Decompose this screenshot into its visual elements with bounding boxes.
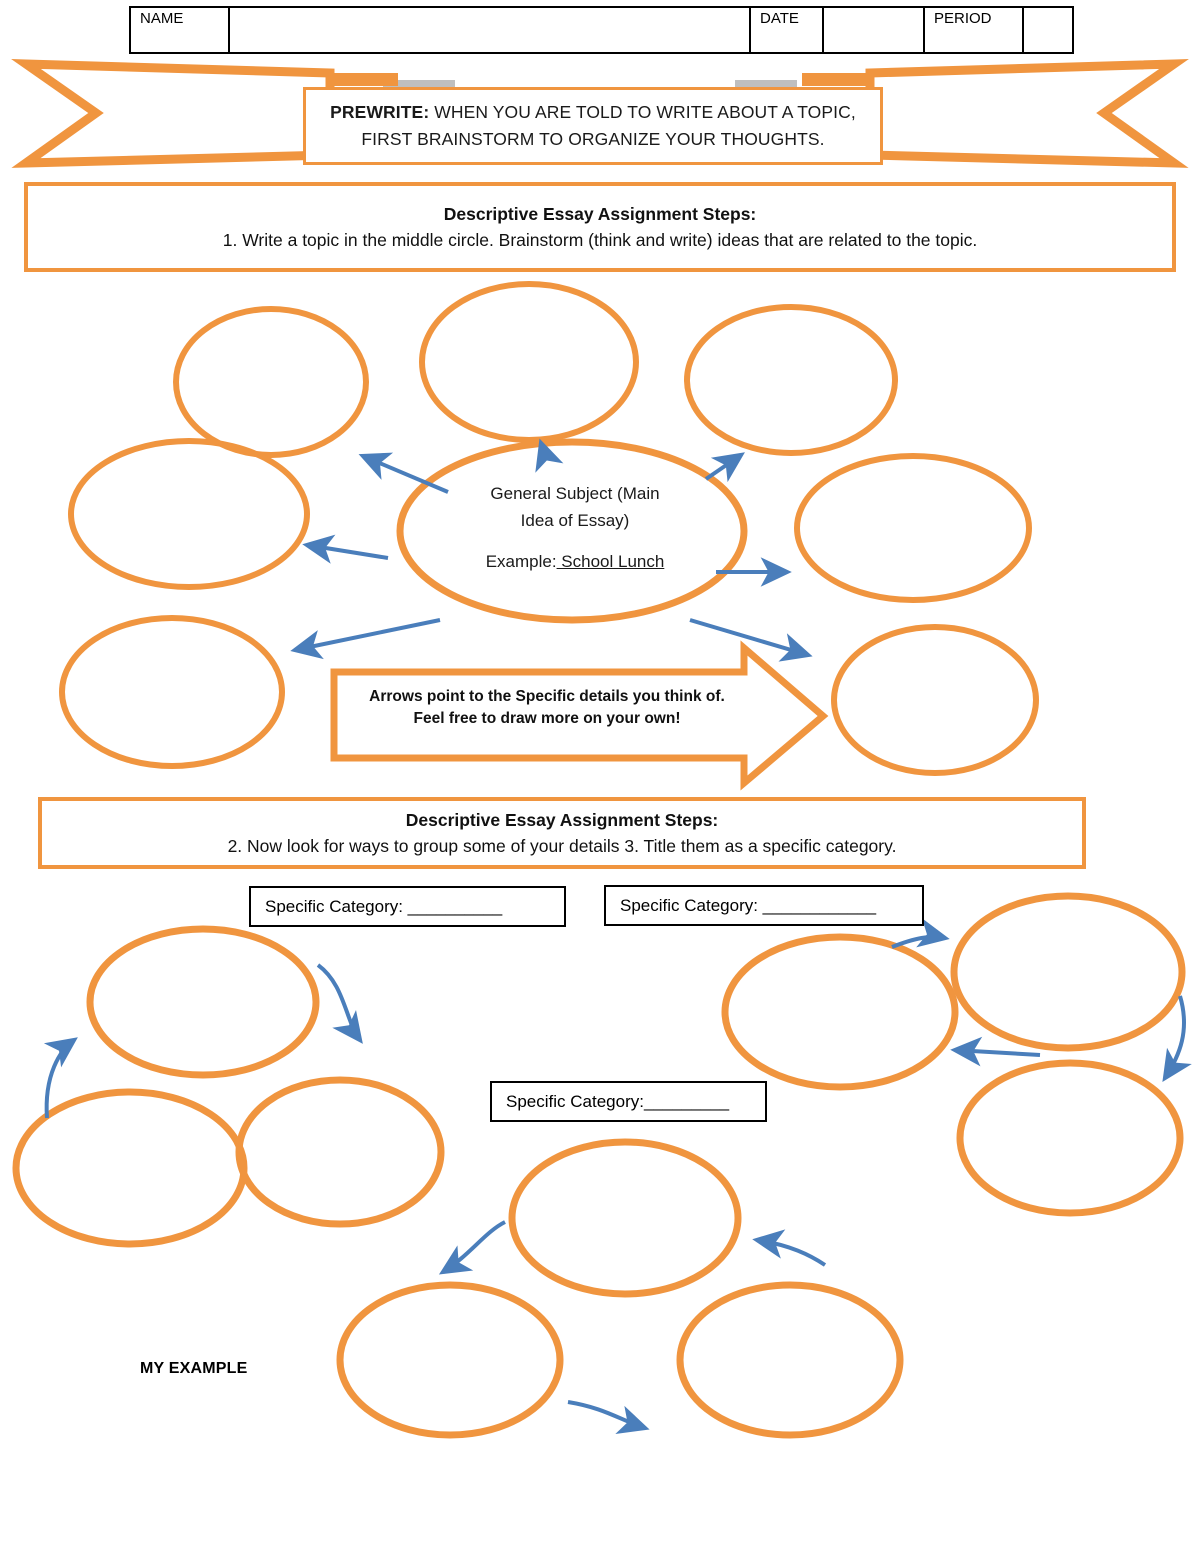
prewrite-line-1: PREWRITE: WHEN YOU ARE TOLD TO WRITE ABO… xyxy=(330,99,856,126)
bottom-left-cluster-ellipses xyxy=(12,925,445,1248)
student-info-table: NAME DATE PERIOD xyxy=(129,6,1074,54)
center-example-label: Example: xyxy=(485,552,557,572)
specific-category-box-3[interactable]: Specific Category:_________ xyxy=(490,1081,767,1122)
period-input-cell[interactable] xyxy=(1022,6,1074,54)
name-label-cell: NAME xyxy=(129,6,230,54)
prewrite-line-1-rest: WHEN YOU ARE TOLD TO WRITE ABOUT A TOPIC… xyxy=(429,101,856,122)
bottom-right-cluster-arrows xyxy=(891,918,1192,1083)
arrow-to-ellipse-3 xyxy=(704,452,745,483)
specific-category-box-2[interactable]: Specific Category: ____________ xyxy=(604,885,924,926)
top-web-ellipse-7 xyxy=(831,624,1039,776)
bottom-left-ellipse-3 xyxy=(235,1076,445,1228)
center-example-value[interactable]: School Lunch xyxy=(556,552,665,572)
center-line-1: General Subject (Main xyxy=(490,484,660,503)
bottom-center-cluster-arrows xyxy=(438,1220,827,1435)
specific-category-label-3: Specific Category:_________ xyxy=(506,1091,730,1111)
center-line-2: Idea of Essay) xyxy=(520,511,630,531)
step1-text: 1. Write a topic in the middle circle. B… xyxy=(222,230,978,250)
date-input-cell[interactable] xyxy=(822,6,925,54)
bottom-right-ellipse-1 xyxy=(721,933,959,1091)
bottom-left-cluster-arrows xyxy=(43,963,363,1119)
curved-arrow-center-left xyxy=(438,1220,506,1275)
arrow-to-ellipse-2 xyxy=(535,438,564,473)
bottom-center-ellipse-1 xyxy=(508,1138,742,1298)
top-web-ellipse-6 xyxy=(59,615,285,769)
prewrite-ribbon-text-box: PREWRITE: WHEN YOU ARE TOLD TO WRITE ABO… xyxy=(303,87,883,165)
bottom-right-cluster-ellipses xyxy=(721,892,1186,1217)
my-example-label: MY EXAMPLE xyxy=(140,1360,248,1377)
specific-category-box-1[interactable]: Specific Category: __________ xyxy=(249,886,566,927)
curved-arrow-center-right xyxy=(752,1229,827,1267)
curved-arrow-right-up xyxy=(891,918,950,949)
top-web-ellipse-2 xyxy=(419,281,639,443)
step2-instruction-box: Descriptive Essay Assignment Steps: 2. N… xyxy=(38,797,1086,869)
arrow-right-to-left xyxy=(950,1036,1041,1067)
curved-arrow-bottom xyxy=(567,1400,650,1435)
arrow-to-ellipse-7 xyxy=(689,618,813,662)
bottom-center-ellipse-2 xyxy=(336,1281,564,1439)
top-web-ellipse-4 xyxy=(68,438,310,590)
bottom-left-ellipse-2 xyxy=(12,1088,248,1248)
prewrite-line-2: FIRST BRAINSTORM TO ORGANIZE YOUR THOUGH… xyxy=(361,129,825,149)
center-spacer xyxy=(410,534,740,548)
curved-arrow-left-up xyxy=(43,1037,78,1119)
bottom-right-ellipse-2 xyxy=(950,892,1186,1052)
top-web-ellipse-1 xyxy=(173,306,369,458)
center-ellipse-label: General Subject (Main Idea of Essay) Exa… xyxy=(410,480,740,576)
callout-arrow-text: Arrows point to the Specific details you… xyxy=(352,686,742,731)
bottom-center-ellipse-3 xyxy=(676,1281,904,1439)
step1-instruction-box: Descriptive Essay Assignment Steps: 1. W… xyxy=(24,182,1176,272)
center-example-line: Example: School Lunch xyxy=(410,548,740,575)
curved-arrow-right-down xyxy=(1162,995,1192,1083)
prewrite-keyword: PREWRITE: xyxy=(330,101,430,122)
curved-arrow-left-down xyxy=(316,963,363,1044)
step2-text: 2. Now look for ways to group some of yo… xyxy=(227,836,897,856)
bottom-left-ellipse-1 xyxy=(86,925,320,1079)
date-label-cell: DATE xyxy=(749,6,824,54)
arrow-to-ellipse-6 xyxy=(290,618,441,660)
callout-line-2: Feel free to draw more on your own! xyxy=(413,710,681,728)
bottom-center-cluster-ellipses xyxy=(336,1138,904,1439)
specific-category-label-1: Specific Category: __________ xyxy=(265,896,503,916)
step1-title: Descriptive Essay Assignment Steps: xyxy=(443,203,757,224)
bottom-right-ellipse-3 xyxy=(956,1059,1184,1217)
name-input-cell[interactable] xyxy=(228,6,751,54)
top-web-ellipse-5 xyxy=(794,453,1032,603)
specific-category-label-2: Specific Category: ____________ xyxy=(620,895,877,915)
step2-title: Descriptive Essay Assignment Steps: xyxy=(405,809,719,830)
callout-line-1: Arrows point to the Specific details you… xyxy=(369,688,725,705)
period-label-cell: PERIOD xyxy=(923,6,1024,54)
top-web-ellipse-3 xyxy=(684,304,898,456)
arrow-to-ellipse-4 xyxy=(302,534,389,564)
